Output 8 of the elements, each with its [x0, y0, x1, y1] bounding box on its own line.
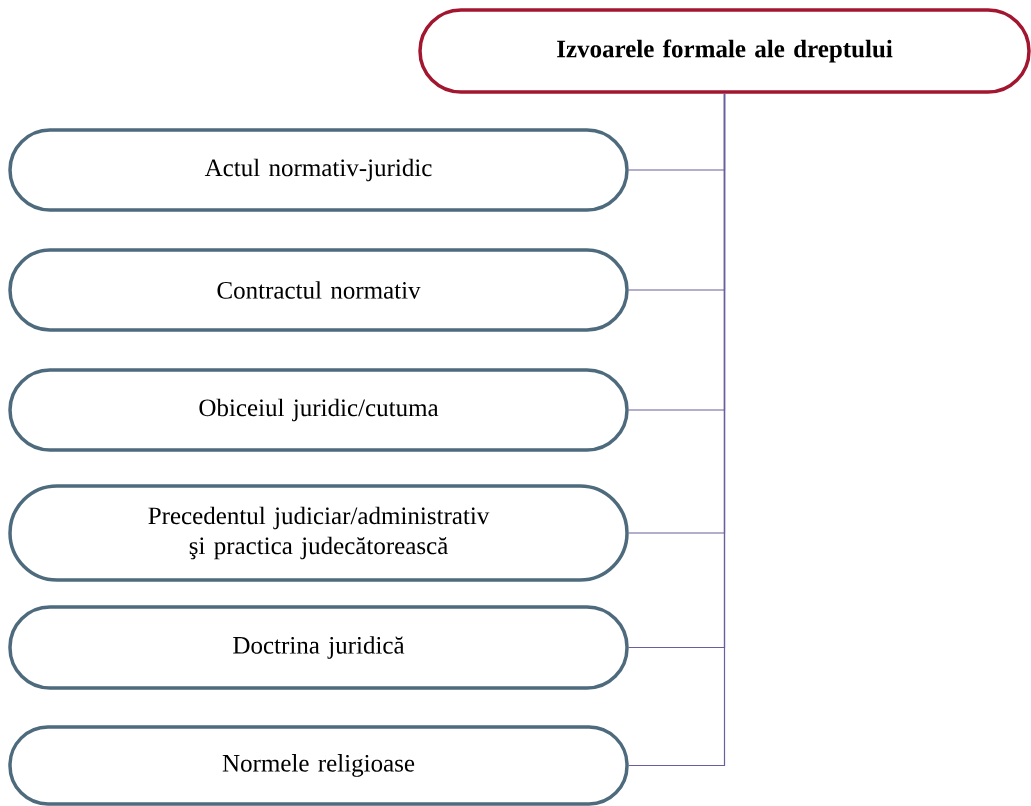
category-box: Contractul normativ — [8, 248, 629, 332]
title-box: Izvoarele formale ale dreptului — [418, 8, 1031, 94]
category-box: Doctrina juridică — [8, 605, 629, 690]
category-box: Obiceiul juridic/cutuma — [8, 368, 629, 452]
category-box: Normele religioase — [8, 725, 629, 806]
connector-line — [628, 93, 726, 767]
category-box: Actul normativ-juridic — [8, 128, 629, 212]
category-box: Precedentul judiciar/administrativ şi practica judecătorească — [8, 484, 629, 582]
